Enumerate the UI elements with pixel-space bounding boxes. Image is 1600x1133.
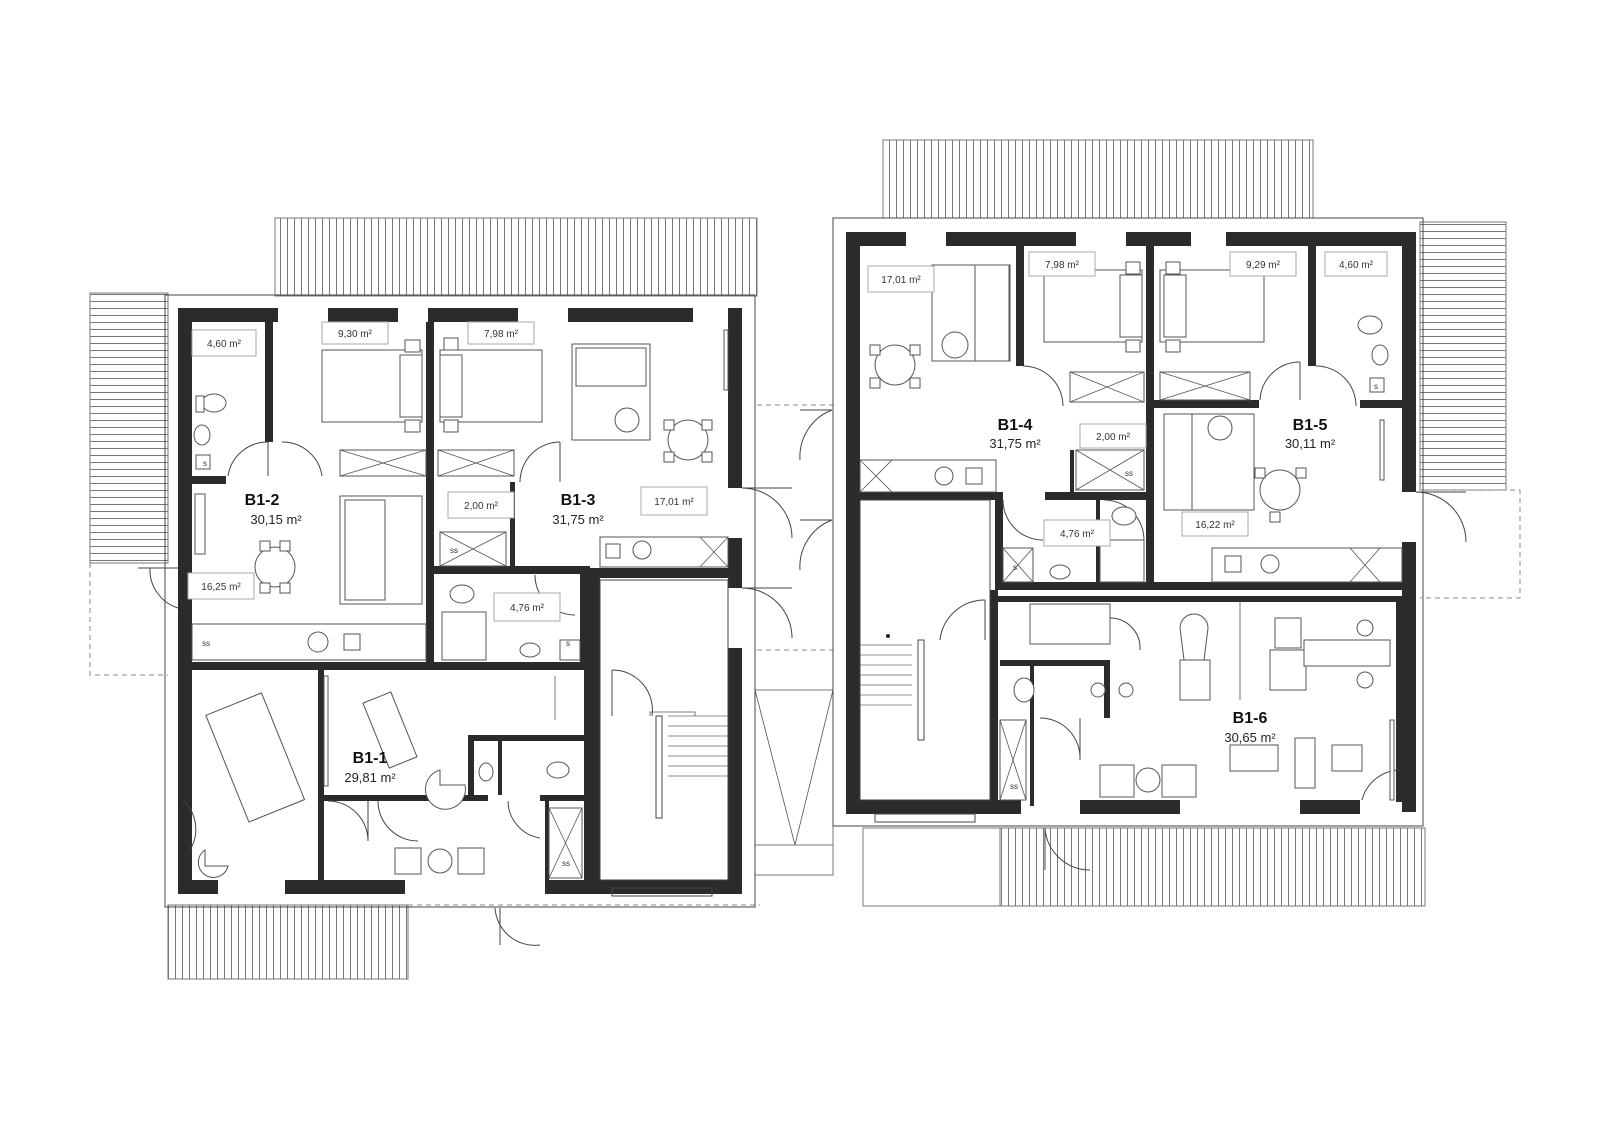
room-label: 2,00 m² <box>447 491 515 519</box>
svg-text:7,98 m²: 7,98 m² <box>1045 260 1080 271</box>
unit-area: 31,75 m² <box>989 436 1041 451</box>
unit-area: 30,11 m² <box>1285 436 1336 451</box>
svg-text:s: s <box>1374 382 1378 391</box>
svg-text:17,01 m²: 17,01 m² <box>654 497 694 508</box>
svg-text:4,60 m²: 4,60 m² <box>1339 260 1374 271</box>
room-label: 4,60 m² <box>191 329 257 357</box>
svg-text:7,98 m²: 7,98 m² <box>484 329 519 340</box>
svg-text:2,00 m²: 2,00 m² <box>1096 432 1131 443</box>
unit-id: B1-4 <box>998 417 1033 434</box>
svg-text:16,22 m²: 16,22 m² <box>1195 520 1235 531</box>
unit-area: 30,15 m² <box>250 512 302 527</box>
unit-id: B1-6 <box>1233 710 1268 727</box>
unit-area: 30,65 m² <box>1224 730 1276 745</box>
svg-text:ss: ss <box>202 639 210 648</box>
dashed-outlines <box>89 404 1521 906</box>
room-label: 16,22 m² <box>1181 511 1249 537</box>
unit-id: B1-5 <box>1293 417 1328 434</box>
unit-id: B1-2 <box>245 492 280 509</box>
room-labels: 4,60 m² 9,30 m² 7,98 m² 16,25 m² 2,00 m²… <box>187 251 1388 622</box>
svg-text:ss: ss <box>562 859 570 868</box>
room-label: 17,01 m² <box>640 486 708 516</box>
svg-text:s: s <box>566 639 570 648</box>
svg-text:4,76 m²: 4,76 m² <box>510 603 545 614</box>
svg-text:4,60 m²: 4,60 m² <box>207 339 242 350</box>
svg-text:9,30 m²: 9,30 m² <box>338 329 373 340</box>
room-label: 7,98 m² <box>467 321 535 345</box>
svg-text:ss: ss <box>1125 469 1133 478</box>
svg-text:ss: ss <box>450 546 458 555</box>
room-label: 7,98 m² <box>1028 251 1096 277</box>
svg-text:s: s <box>1013 563 1017 572</box>
svg-text:16,25 m²: 16,25 m² <box>201 582 241 593</box>
room-label: 4,76 m² <box>493 592 561 622</box>
room-label: 4,76 m² <box>1043 519 1111 547</box>
room-label: 9,30 m² <box>321 321 389 345</box>
right-building-outline <box>832 217 1424 827</box>
staircases <box>599 499 991 881</box>
unit-area: 31,75 m² <box>552 512 604 527</box>
svg-text:9,29 m²: 9,29 m² <box>1246 260 1281 271</box>
unit-id: B1-1 <box>353 750 388 767</box>
svg-text:s: s <box>203 459 207 468</box>
furniture-left <box>191 329 729 879</box>
fixture-markers: ss ss ss ss ss s s s s <box>202 382 1378 868</box>
svg-text:17,01 m²: 17,01 m² <box>881 275 921 286</box>
svg-text:ss: ss <box>1010 782 1018 791</box>
room-label: 16,25 m² <box>187 572 255 600</box>
room-label: 17,01 m² <box>867 265 935 293</box>
room-label: 4,60 m² <box>1324 251 1388 277</box>
room-label: 2,00 m² <box>1079 423 1147 449</box>
unit-id: B1-3 <box>561 492 596 509</box>
unit-area: 29,81 m² <box>344 770 396 785</box>
unit-labels: B1-1 29,81 m² B1-2 30,15 m² B1-3 31,75 m… <box>245 417 1336 785</box>
doors <box>138 361 1467 946</box>
svg-text:2,00 m²: 2,00 m² <box>464 501 499 512</box>
roof-hatching <box>89 139 1507 980</box>
svg-text:4,76 m²: 4,76 m² <box>1060 529 1095 540</box>
left-building-walls <box>178 308 742 894</box>
room-label: 9,29 m² <box>1229 251 1297 277</box>
furniture-right <box>859 261 1403 801</box>
